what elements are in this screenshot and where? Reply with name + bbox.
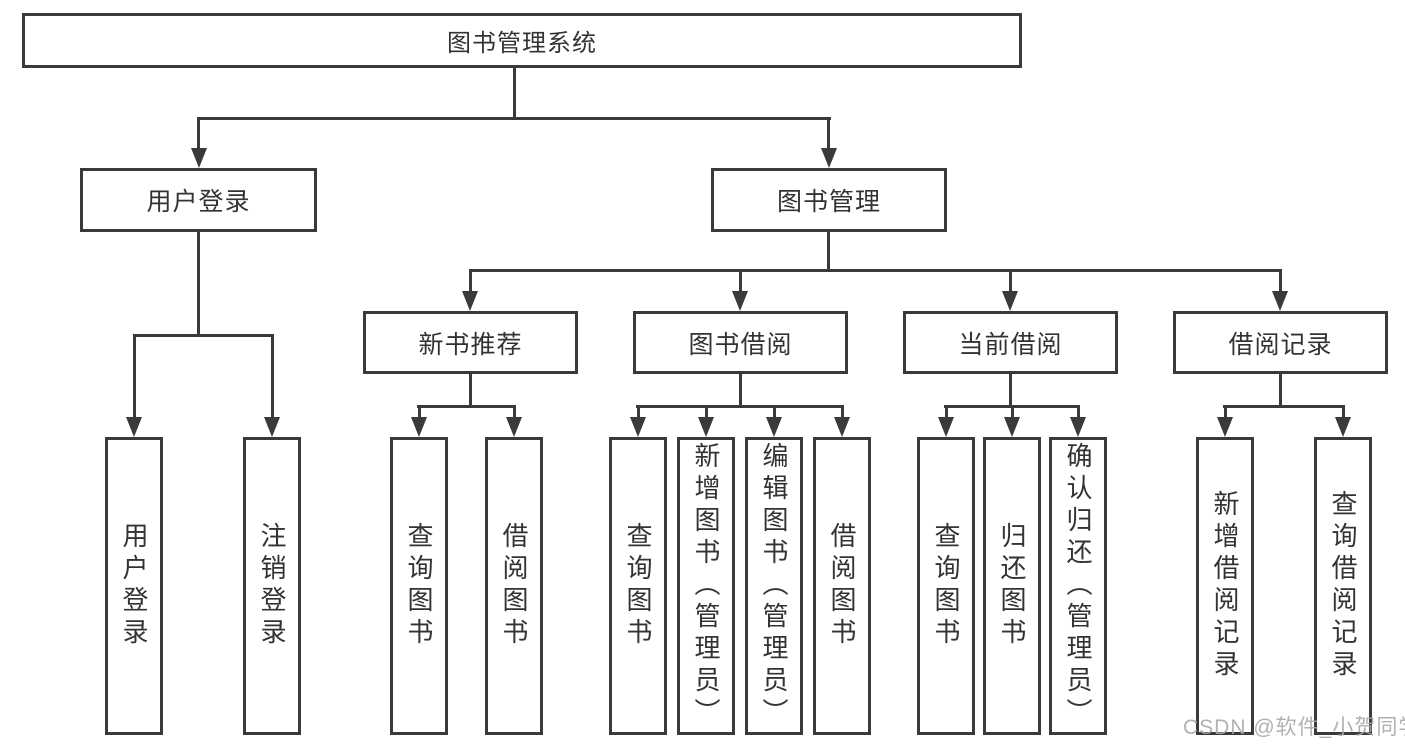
arrowhead-down-icon xyxy=(732,291,748,311)
leaf-logout: 注销登录 xyxy=(243,437,301,735)
connector-line xyxy=(637,407,640,417)
connector-line xyxy=(1009,374,1012,408)
connector-line xyxy=(469,269,1282,272)
connector-line xyxy=(197,117,831,120)
connector-line xyxy=(827,119,830,148)
connector-line xyxy=(1224,407,1227,417)
connector-line xyxy=(1011,407,1014,417)
csdn-watermark: CSDN @软件_小贺同学 xyxy=(1183,716,1405,739)
arrowhead-down-icon xyxy=(1217,417,1233,437)
connector-line xyxy=(1223,405,1345,408)
leaf-edit-books-admin: 编辑图书（管理员） xyxy=(745,437,803,735)
leaf-query-borrow-record: 查询借阅记录 xyxy=(1314,437,1372,735)
arrowhead-down-icon xyxy=(821,148,837,168)
arrowhead-down-icon xyxy=(834,417,850,437)
connector-line xyxy=(945,407,948,417)
connector-line xyxy=(1009,271,1012,291)
arrowhead-down-icon xyxy=(1335,417,1351,437)
connector-line xyxy=(197,119,200,148)
arrowhead-down-icon xyxy=(698,417,714,437)
arrowhead-down-icon xyxy=(766,417,782,437)
connector-line xyxy=(197,232,200,337)
arrowhead-down-icon xyxy=(938,417,954,437)
arrowhead-down-icon xyxy=(264,417,280,437)
leaf-query-books-3: 查询图书 xyxy=(917,437,975,735)
connector-line xyxy=(418,407,421,417)
connector-line xyxy=(271,336,274,417)
leaf-confirm-return-admin: 确认归还（管理员） xyxy=(1049,437,1107,735)
arrowhead-down-icon xyxy=(411,417,427,437)
arrowhead-down-icon xyxy=(1004,417,1020,437)
node-user-login: 用户登录 xyxy=(80,168,317,232)
connector-line xyxy=(773,407,776,417)
leaf-borrow-books-2: 借阅图书 xyxy=(813,437,871,735)
leaf-return-books: 归还图书 xyxy=(983,437,1041,735)
connector-line xyxy=(739,271,742,291)
connector-line xyxy=(513,407,516,417)
leaf-user-login: 用户登录 xyxy=(105,437,163,735)
connector-line xyxy=(739,374,742,408)
connector-line xyxy=(827,232,830,272)
leaf-query-books-1: 查询图书 xyxy=(390,437,448,735)
node-book-management: 图书管理 xyxy=(711,168,947,232)
leaf-add-borrow-record: 新增借阅记录 xyxy=(1196,437,1254,735)
arrowhead-down-icon xyxy=(1070,417,1086,437)
connector-line xyxy=(417,405,516,408)
arrowhead-down-icon xyxy=(126,417,142,437)
arrowhead-down-icon xyxy=(1272,291,1288,311)
root-node-library-system: 图书管理系统 xyxy=(22,13,1022,68)
connector-line xyxy=(636,405,844,408)
connector-line xyxy=(469,271,472,291)
node-borrow-records: 借阅记录 xyxy=(1173,311,1388,374)
connector-line xyxy=(1279,374,1282,408)
arrowhead-down-icon xyxy=(506,417,522,437)
connector-line xyxy=(469,374,472,408)
node-book-borrow: 图书借阅 xyxy=(633,311,848,374)
node-current-borrow: 当前借阅 xyxy=(903,311,1118,374)
connector-line xyxy=(1077,407,1080,417)
node-new-book-recommend: 新书推荐 xyxy=(363,311,578,374)
arrowhead-down-icon xyxy=(191,148,207,168)
connector-line xyxy=(133,334,274,337)
leaf-query-books-2: 查询图书 xyxy=(609,437,667,735)
arrowhead-down-icon xyxy=(462,291,478,311)
connector-line xyxy=(133,336,136,417)
connector-line xyxy=(705,407,708,417)
leaf-add-books-admin: 新增图书（管理员） xyxy=(677,437,735,735)
connector-line xyxy=(1279,271,1282,291)
arrowhead-down-icon xyxy=(630,417,646,437)
connector-line xyxy=(841,407,844,417)
connector-line xyxy=(944,405,1080,408)
connector-line xyxy=(1342,407,1345,417)
connector-line xyxy=(513,68,516,118)
leaf-borrow-books-1: 借阅图书 xyxy=(485,437,543,735)
arrowhead-down-icon xyxy=(1002,291,1018,311)
